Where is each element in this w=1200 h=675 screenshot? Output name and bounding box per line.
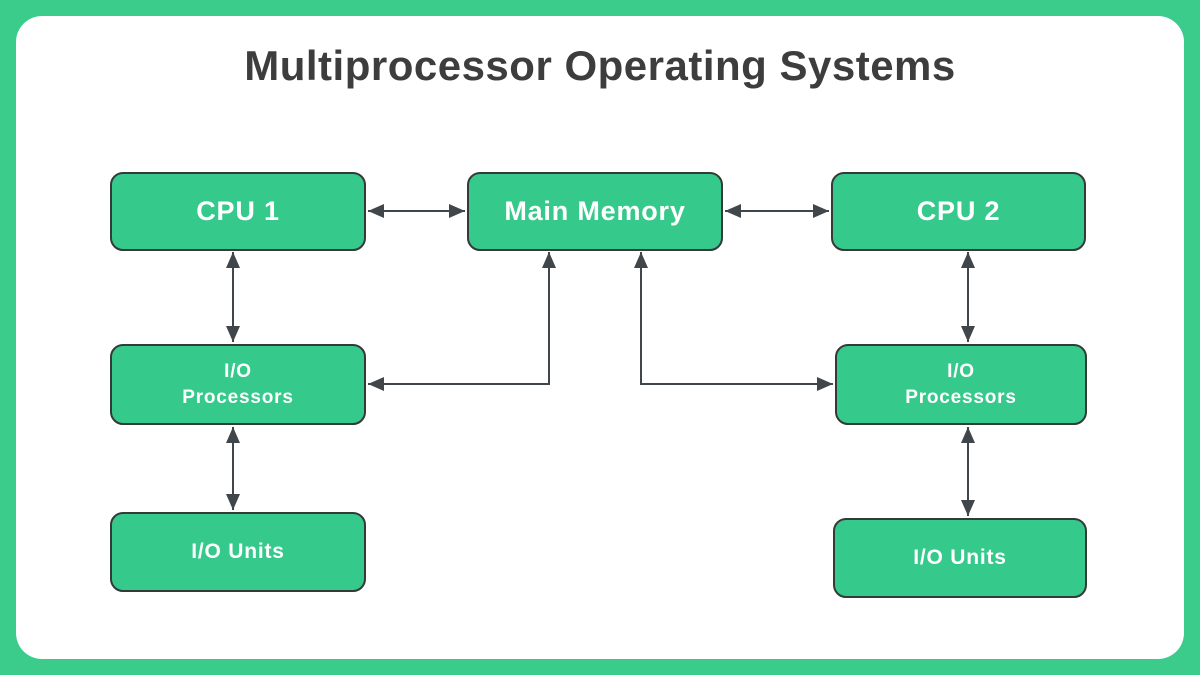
node-io-processors-right-label: I/O Processors	[905, 360, 1017, 408]
page-title: Multiprocessor Operating Systems	[244, 42, 956, 89]
node-io-units-left-label: I/O Units	[191, 539, 285, 563]
node-cpu2: CPU 2	[831, 172, 1086, 251]
node-cpu1-label: CPU 1	[196, 196, 280, 227]
node-io-units-left: I/O Units	[110, 512, 366, 592]
node-main-memory-label: Main Memory	[504, 196, 686, 227]
node-io-units-right-label: I/O Units	[913, 545, 1007, 569]
node-cpu1: CPU 1	[110, 172, 366, 251]
node-io-processors-left: I/O Processors	[110, 344, 366, 425]
node-main-memory: Main Memory	[467, 172, 723, 251]
node-io-units-right: I/O Units	[833, 518, 1087, 598]
node-io-processors-left-label: I/O Processors	[182, 360, 294, 408]
node-cpu2-label: CPU 2	[916, 196, 1001, 227]
node-io-processors-right: I/O Processors	[835, 344, 1087, 425]
